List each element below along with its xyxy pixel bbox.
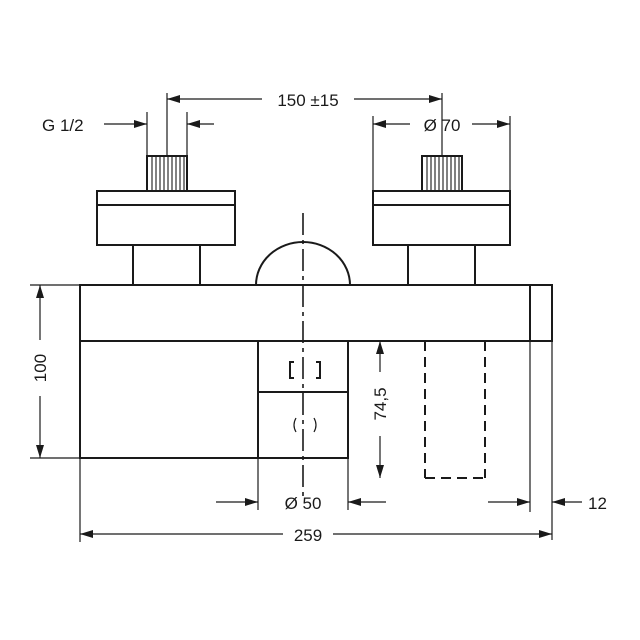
dim-thread: G 1/2 [42, 112, 214, 156]
mixer-body [79, 241, 553, 479]
thread-label: G 1/2 [42, 116, 84, 135]
dim-total-width: 259 [79, 458, 552, 545]
dim-outlet-depth: 74,5 [371, 341, 390, 478]
outlet-marker-top [289, 361, 321, 379]
height-label: 100 [31, 354, 50, 382]
main-body-bar [79, 284, 553, 342]
end-thickness-label: 12 [588, 494, 607, 513]
right-thread-connector [421, 155, 463, 192]
left-handle-body [96, 190, 236, 246]
outlet-depth-label: 74,5 [371, 387, 390, 420]
total-width-label: 259 [294, 526, 322, 545]
dim-end-thickness: 12 [488, 341, 607, 540]
right-thread-lines [426, 156, 460, 191]
right-handle [372, 155, 511, 285]
arrow-right [429, 95, 442, 103]
lower-body-outline [79, 341, 258, 459]
left-thread-connector [146, 155, 188, 192]
left-handle [96, 155, 236, 285]
dim-center-distance: 150 ±15 [166, 91, 443, 156]
right-handle-body [372, 190, 511, 246]
outlet-marker-bottom [293, 417, 317, 433]
left-thread-lines [151, 156, 185, 191]
outlet-diameter-label: Ø 50 [285, 494, 322, 513]
arrow-left [167, 95, 180, 103]
center-distance-label: 150 ±15 [277, 91, 338, 110]
handle-diameter-label: Ø 70 [424, 116, 461, 135]
dim-handle-diameter: Ø 70 [372, 116, 511, 191]
dim-outlet-diameter: Ø 50 [216, 458, 386, 513]
dim-height: 100 [30, 284, 80, 459]
